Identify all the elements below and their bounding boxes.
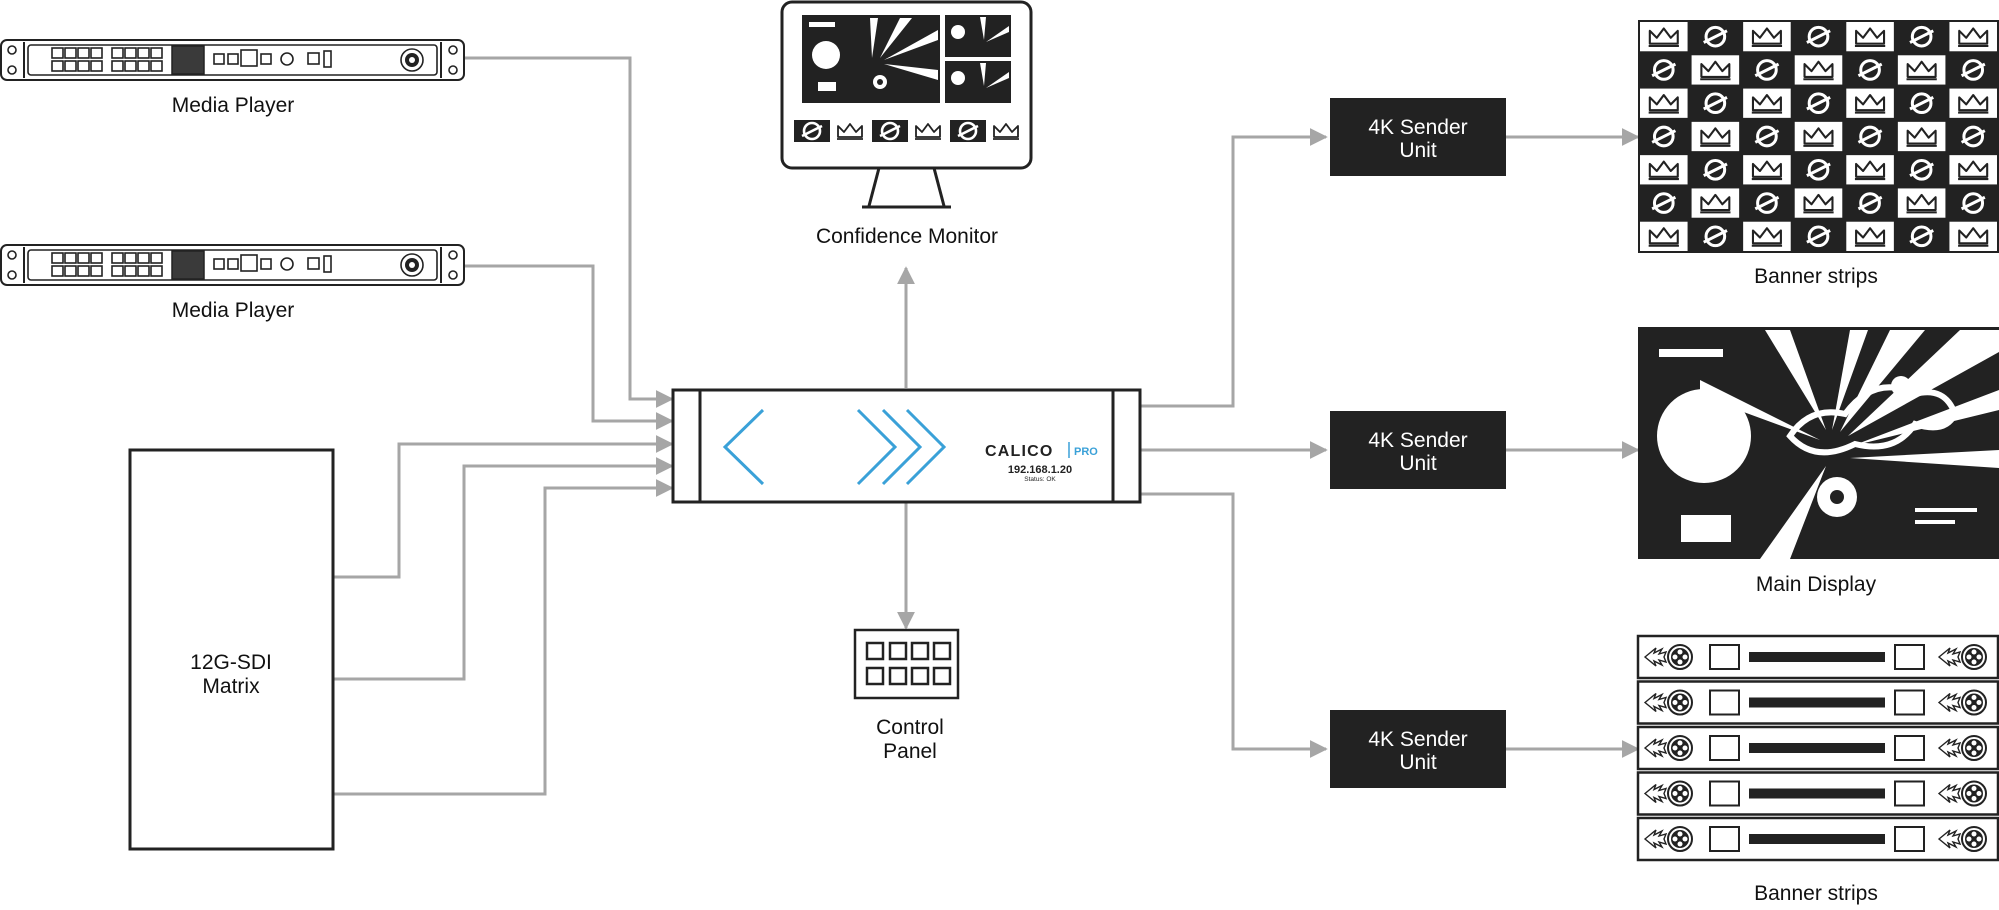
control-panel-buttons-icon — [865, 641, 952, 686]
wire-matrix-out-1 — [333, 435, 674, 579]
monitor-preview-small-bottom-icon — [945, 61, 1011, 103]
matrix-label-line1: 12G-SDI — [190, 651, 272, 674]
wire-matrix-out-3 — [333, 479, 674, 796]
wire-matrix-out-2 — [333, 457, 674, 681]
processor-right-ear — [1111, 388, 1142, 504]
signal-wires — [333, 56, 1640, 796]
display-main: Main Display — [1638, 327, 1999, 596]
confidence-monitor-label: Confidence Monitor — [816, 225, 998, 248]
wire-processor-to-sender-3 — [1141, 492, 1328, 758]
film-reel-strips-icon — [1636, 634, 1999, 862]
processor-chassis — [671, 388, 1142, 504]
processor-brand: CALICO — [985, 443, 1054, 460]
processor-left-ear — [671, 388, 702, 504]
rack-unit-icon — [0, 244, 465, 286]
control-panel: Control Panel — [853, 628, 960, 763]
sender-unit-2-label-line2: Unit — [1399, 452, 1437, 475]
banner-checker-pattern — [1640, 22, 1997, 251]
processor-status: Status: OK — [1024, 476, 1056, 483]
banner-strip — [1636, 771, 1999, 816]
sender-unit-3-label-line2: Unit — [1399, 751, 1437, 774]
display-top-banner-strips: Banner strips — [1638, 20, 1999, 288]
sender-unit-2-box — [1330, 411, 1506, 489]
wire-media-player-2-to-processor — [463, 264, 674, 430]
media-player-1-label: Media Player — [172, 94, 295, 117]
monitor-thumbnails-row — [794, 120, 1020, 142]
banner-strip — [1636, 680, 1999, 725]
matrix-label-line2: Matrix — [202, 675, 260, 698]
display-top-label: Banner strips — [1754, 265, 1878, 288]
wire-processor-to-sender-1 — [1141, 128, 1328, 408]
media-player-1: Media Player — [0, 39, 465, 117]
media-player-2: Media Player — [0, 244, 465, 322]
processor-ip: 192.168.1.20 — [1008, 464, 1072, 476]
wire-media-player-1-to-processor — [463, 56, 674, 408]
confidence-monitor: Confidence Monitor — [780, 0, 1033, 248]
control-panel-label-line1: Control — [876, 716, 944, 739]
monitor-preview-small-top-icon — [945, 15, 1011, 57]
control-panel-label-line2: Panel — [883, 740, 937, 763]
matrix-box — [128, 448, 335, 851]
rack-unit-icon — [0, 39, 465, 81]
display-main-label: Main Display — [1756, 573, 1877, 596]
sender-unit-3-label-line1: 4K Sender — [1368, 728, 1467, 751]
media-player-2-label: Media Player — [172, 299, 295, 322]
banner-strip — [1636, 816, 1999, 862]
processor-chevron-logo-icon — [722, 408, 947, 486]
sender-unit-1-label-line2: Unit — [1399, 139, 1437, 162]
monitor-main-preview-icon — [802, 15, 940, 103]
display-bottom-banner-strips: Banner strips — [1636, 634, 1999, 905]
banner-strip — [1636, 725, 1999, 771]
sdi-matrix: 12G-SDI Matrix — [128, 448, 335, 851]
sender-unit-2: 4K Sender Unit — [1330, 411, 1506, 489]
sender-unit-3: 4K Sender Unit — [1330, 710, 1506, 788]
sender-unit-1-label-line1: 4K Sender — [1368, 116, 1467, 139]
banner-strip — [1636, 634, 1999, 680]
sender-unit-2-label-line1: 4K Sender — [1368, 429, 1467, 452]
display-bottom-label: Banner strips — [1754, 882, 1878, 905]
sender-unit-1: 4K Sender Unit — [1330, 98, 1506, 176]
processor-edition: PRO — [1074, 446, 1098, 458]
calico-processor: CALICO PRO 192.168.1.20 Status: OK — [671, 388, 1142, 504]
sender-unit-3-box — [1330, 710, 1506, 788]
control-panel-body — [853, 628, 960, 700]
sender-unit-1-box — [1330, 98, 1506, 176]
